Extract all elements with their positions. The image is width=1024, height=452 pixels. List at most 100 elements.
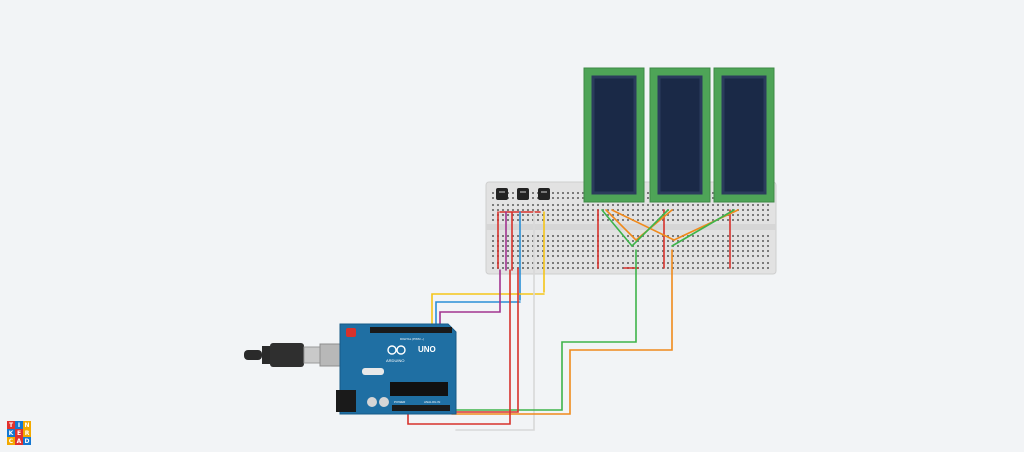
breadboard-hole[interactable] bbox=[642, 255, 644, 257]
breadboard-hole[interactable] bbox=[587, 219, 589, 221]
breadboard-hole[interactable] bbox=[737, 255, 739, 257]
breadboard-hole[interactable] bbox=[507, 262, 509, 264]
breadboard-hole[interactable] bbox=[722, 245, 724, 247]
breadboard-hole[interactable] bbox=[762, 255, 764, 257]
potentiometer-1[interactable] bbox=[496, 188, 508, 200]
breadboard-hole[interactable] bbox=[507, 250, 509, 252]
breadboard-hole[interactable] bbox=[627, 262, 629, 264]
breadboard-hole[interactable] bbox=[567, 204, 569, 206]
breadboard-hole[interactable] bbox=[637, 209, 639, 211]
breadboard-hole[interactable] bbox=[557, 250, 559, 252]
breadboard-hole[interactable] bbox=[547, 214, 549, 216]
breadboard-hole[interactable] bbox=[712, 255, 714, 257]
breadboard-hole[interactable] bbox=[612, 214, 614, 216]
breadboard-hole[interactable] bbox=[592, 240, 594, 242]
breadboard-hole[interactable] bbox=[677, 245, 679, 247]
breadboard-hole[interactable] bbox=[667, 204, 669, 206]
breadboard-hole[interactable] bbox=[687, 219, 689, 221]
breadboard-hole[interactable] bbox=[512, 262, 514, 264]
breadboard-hole[interactable] bbox=[767, 255, 769, 257]
breadboard-hole[interactable] bbox=[532, 255, 534, 257]
breadboard-hole[interactable] bbox=[747, 250, 749, 252]
breadboard-hole[interactable] bbox=[542, 214, 544, 216]
breadboard-hole[interactable] bbox=[652, 262, 654, 264]
breadboard-hole[interactable] bbox=[732, 214, 734, 216]
breadboard-hole[interactable] bbox=[522, 235, 524, 237]
breadboard-hole[interactable] bbox=[537, 250, 539, 252]
breadboard-hole[interactable] bbox=[532, 209, 534, 211]
breadboard-hole[interactable] bbox=[547, 250, 549, 252]
breadboard-hole[interactable] bbox=[557, 240, 559, 242]
breadboard-hole[interactable] bbox=[647, 204, 649, 206]
breadboard-hole[interactable] bbox=[677, 262, 679, 264]
breadboard-hole[interactable] bbox=[562, 209, 564, 211]
breadboard-hole[interactable] bbox=[657, 267, 659, 269]
breadboard-hole[interactable] bbox=[752, 255, 754, 257]
breadboard-hole[interactable] bbox=[622, 267, 624, 269]
breadboard-hole[interactable] bbox=[552, 240, 554, 242]
breadboard-hole[interactable] bbox=[697, 245, 699, 247]
breadboard-hole[interactable] bbox=[502, 204, 504, 206]
breadboard-hole[interactable] bbox=[767, 214, 769, 216]
breadboard-hole[interactable] bbox=[592, 245, 594, 247]
breadboard-hole[interactable] bbox=[612, 262, 614, 264]
breadboard-hole[interactable] bbox=[527, 214, 529, 216]
breadboard-hole[interactable] bbox=[762, 209, 764, 211]
breadboard-hole[interactable] bbox=[747, 235, 749, 237]
breadboard-hole[interactable] bbox=[717, 262, 719, 264]
breadboard-hole[interactable] bbox=[582, 192, 584, 194]
breadboard-hole[interactable] bbox=[492, 240, 494, 242]
breadboard-hole[interactable] bbox=[527, 245, 529, 247]
breadboard-hole[interactable] bbox=[617, 240, 619, 242]
breadboard-hole[interactable] bbox=[752, 250, 754, 252]
breadboard-hole[interactable] bbox=[687, 204, 689, 206]
breadboard-hole[interactable] bbox=[657, 250, 659, 252]
breadboard-hole[interactable] bbox=[532, 240, 534, 242]
breadboard-hole[interactable] bbox=[552, 219, 554, 221]
breadboard-hole[interactable] bbox=[742, 240, 744, 242]
potentiometer-2[interactable] bbox=[517, 188, 529, 200]
breadboard-hole[interactable] bbox=[502, 219, 504, 221]
breadboard-hole[interactable] bbox=[682, 204, 684, 206]
breadboard-hole[interactable] bbox=[577, 219, 579, 221]
breadboard-hole[interactable] bbox=[672, 235, 674, 237]
breadboard-hole[interactable] bbox=[582, 209, 584, 211]
breadboard-hole[interactable] bbox=[677, 214, 679, 216]
breadboard-hole[interactable] bbox=[722, 235, 724, 237]
breadboard-hole[interactable] bbox=[702, 209, 704, 211]
breadboard-hole[interactable] bbox=[587, 240, 589, 242]
arduino-uno[interactable]: ARDUINO UNO DIGITAL (PWM ~) POWER ANALOG… bbox=[336, 323, 457, 415]
breadboard-hole[interactable] bbox=[577, 235, 579, 237]
breadboard-hole[interactable] bbox=[557, 214, 559, 216]
breadboard-hole[interactable] bbox=[697, 255, 699, 257]
breadboard-hole[interactable] bbox=[632, 255, 634, 257]
breadboard-hole[interactable] bbox=[752, 204, 754, 206]
breadboard-hole[interactable] bbox=[587, 255, 589, 257]
breadboard-hole[interactable] bbox=[507, 245, 509, 247]
breadboard-hole[interactable] bbox=[517, 240, 519, 242]
breadboard-hole[interactable] bbox=[622, 204, 624, 206]
breadboard-hole[interactable] bbox=[762, 214, 764, 216]
breadboard-hole[interactable] bbox=[502, 267, 504, 269]
breadboard-hole[interactable] bbox=[662, 219, 664, 221]
breadboard-hole[interactable] bbox=[547, 235, 549, 237]
breadboard-hole[interactable] bbox=[757, 267, 759, 269]
breadboard-hole[interactable] bbox=[547, 219, 549, 221]
breadboard-hole[interactable] bbox=[677, 255, 679, 257]
breadboard-hole[interactable] bbox=[687, 267, 689, 269]
breadboard-hole[interactable] bbox=[752, 214, 754, 216]
breadboard-hole[interactable] bbox=[757, 255, 759, 257]
breadboard-hole[interactable] bbox=[707, 245, 709, 247]
lcd-3[interactable] bbox=[713, 67, 775, 203]
breadboard-hole[interactable] bbox=[692, 262, 694, 264]
breadboard-hole[interactable] bbox=[537, 219, 539, 221]
breadboard-hole[interactable] bbox=[662, 250, 664, 252]
breadboard-hole[interactable] bbox=[732, 240, 734, 242]
breadboard-hole[interactable] bbox=[572, 240, 574, 242]
breadboard-hole[interactable] bbox=[572, 235, 574, 237]
breadboard-hole[interactable] bbox=[522, 255, 524, 257]
breadboard-hole[interactable] bbox=[557, 255, 559, 257]
breadboard-hole[interactable] bbox=[617, 235, 619, 237]
breadboard-hole[interactable] bbox=[502, 235, 504, 237]
